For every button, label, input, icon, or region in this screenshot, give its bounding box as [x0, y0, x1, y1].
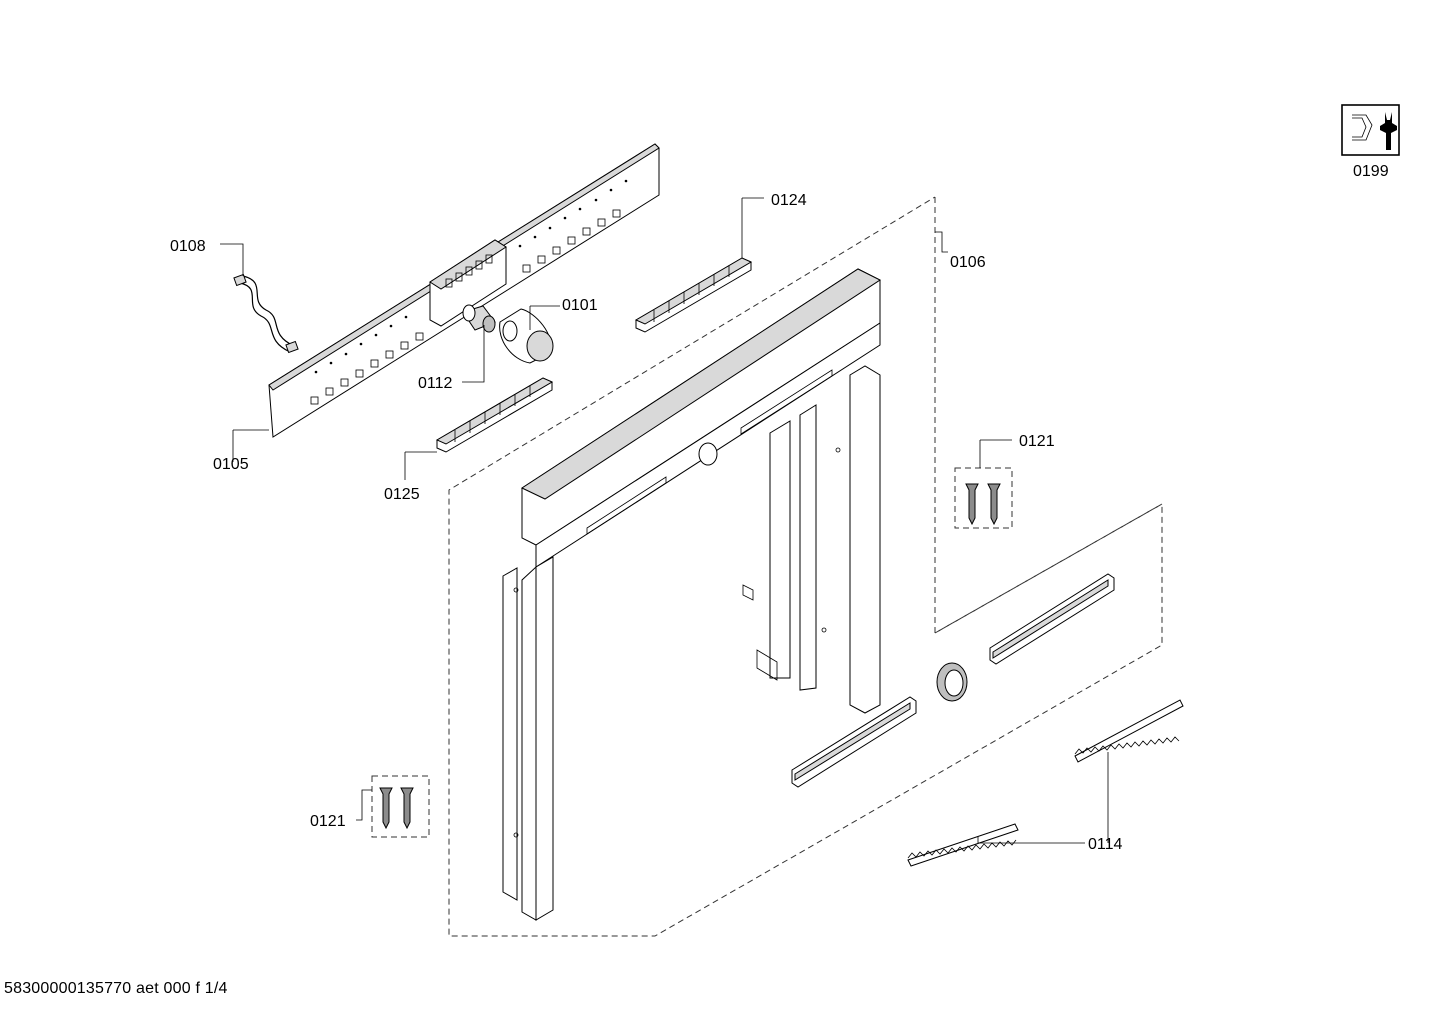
door-frame — [502, 268, 882, 921]
service-tool-icon — [1341, 104, 1400, 156]
label-0124: 0124 — [771, 192, 807, 209]
accessory-group-outline — [934, 503, 1163, 634]
rail-upper — [989, 573, 1115, 665]
label-0108: 0108 — [170, 238, 206, 255]
label-0112: 0112 — [418, 375, 453, 392]
frame-group-outline — [448, 196, 1163, 937]
label-0125: 0125 — [384, 486, 420, 503]
label-0105: 0105 — [213, 456, 249, 473]
clip-strip-right — [1074, 699, 1184, 763]
label-0121-upper: 0121 — [1019, 433, 1055, 450]
key-strip-upper — [634, 257, 753, 333]
screw-pack-lower — [371, 775, 430, 838]
screw-pack-upper — [954, 467, 1013, 529]
label-0106: 0106 — [950, 254, 986, 271]
leader-lines — [220, 197, 1109, 844]
control-knob — [499, 308, 554, 364]
label-0101: 0101 — [562, 297, 598, 314]
control-panel-board — [268, 143, 660, 438]
clip-strip-left — [907, 823, 1019, 867]
label-0121-lower: 0121 — [310, 813, 346, 830]
label-0114: 0114 — [1088, 836, 1123, 853]
rotary-encoder — [462, 304, 496, 333]
document-footer: 58300000135770 aet 000 f 1/4 — [4, 980, 228, 997]
key-strip-lower — [435, 377, 554, 453]
grommet-ring — [936, 662, 968, 702]
ribbon-cable — [233, 273, 299, 354]
label-0199: 0199 — [1353, 163, 1389, 180]
rail-lower — [791, 696, 917, 788]
